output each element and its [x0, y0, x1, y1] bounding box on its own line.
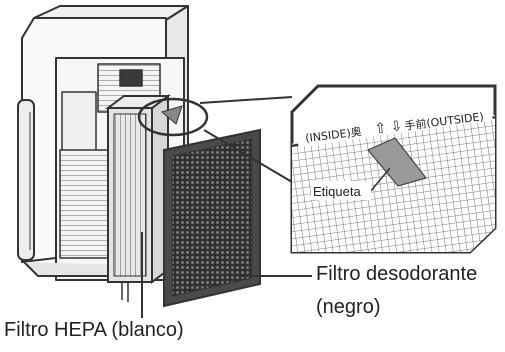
down-arrow-icon: ⇩ [390, 118, 404, 135]
hepa-filter [105, 94, 171, 284]
hepa-pleats [113, 113, 147, 277]
lower-vent-grille [59, 149, 113, 259]
label-band [295, 96, 493, 148]
callout-connector-upper [199, 96, 293, 104]
deodorizing-filter-label-line1: Filtro desodorante [316, 263, 478, 285]
tag-text: Etiqueta [313, 184, 361, 199]
tag-sticker [367, 137, 428, 187]
deodorizing-filter [163, 128, 261, 308]
tag-highlight-mark [160, 105, 183, 125]
tag-leader [369, 167, 391, 193]
deodorizing-filter-label-line2: (negro) [316, 296, 381, 318]
tag-text-backdrop [311, 181, 371, 200]
inside-text: (INSIDE)奥 [304, 124, 362, 145]
deodorizer-mesh [171, 138, 253, 297]
hepa-filter-label: Filtro HEPA (blanco) [4, 319, 184, 341]
callout-box: (INSIDE)奥 ⇧ ⇩ 手前(OUTSIDE) Etiqueta [290, 84, 497, 254]
side-handle [17, 99, 35, 261]
top-display-window [119, 69, 143, 87]
callout-connector-lower [203, 129, 293, 183]
up-arrow-icon: ⇧ [374, 120, 388, 137]
tag-highlight-ellipse [137, 97, 209, 137]
